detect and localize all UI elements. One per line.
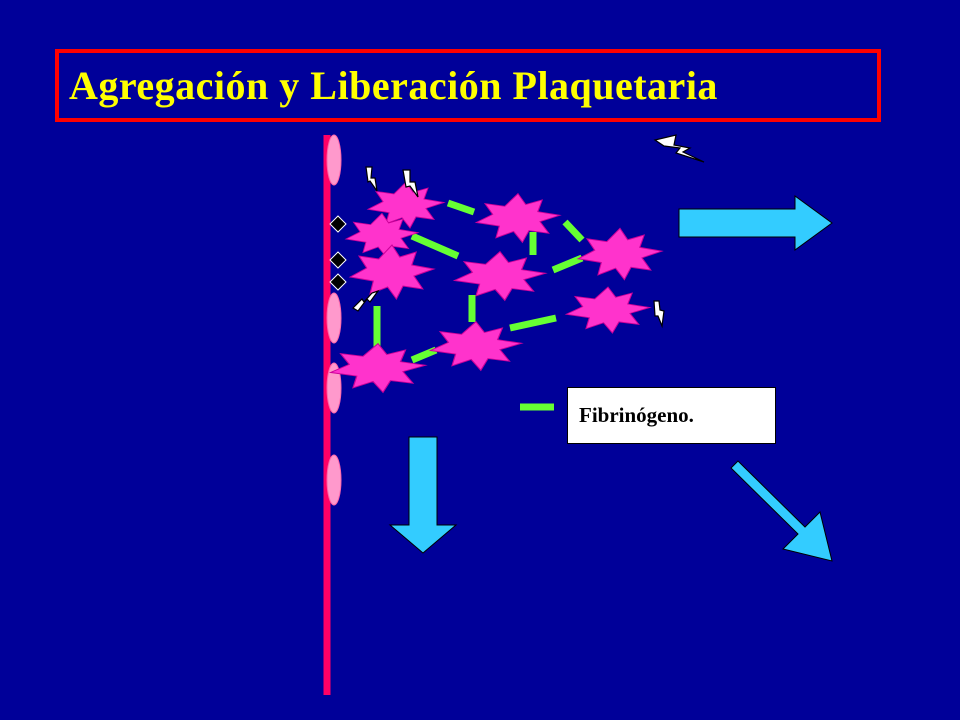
platelet-star-icon — [453, 251, 547, 301]
endothelial-cell — [326, 362, 342, 414]
lightning-bolt-icon — [653, 300, 665, 329]
platelets — [329, 181, 663, 393]
endothelial-cell — [326, 454, 342, 506]
platelet-star-icon — [475, 193, 561, 243]
lightning-bolt-icon — [352, 289, 380, 312]
fibrinogen-bridges — [373, 199, 585, 364]
lightning-bolts — [352, 134, 705, 329]
diamond-receptor-icon — [329, 215, 347, 233]
lightning-bolt-icon — [653, 134, 705, 163]
legend-label-fibrinogen: Fibrinógeno. — [579, 403, 694, 427]
platelet-star-icon — [429, 321, 523, 371]
page-title: Agregación y Liberación Plaquetaria — [69, 63, 718, 108]
block-arrow-icon — [388, 436, 458, 554]
fibrinogen-bridge — [509, 314, 557, 332]
lightning-bolt-icon — [402, 169, 419, 198]
endothelial-cell — [326, 134, 342, 186]
fibrinogen-bridge — [446, 199, 476, 216]
block-arrow-icon — [730, 460, 833, 562]
title-box: Agregación y Liberación Plaquetaria — [55, 49, 881, 122]
fibrinogen-bridge — [410, 232, 460, 260]
fibrinogen-bridge — [562, 219, 585, 243]
legend-box: Fibrinógeno. — [567, 387, 776, 444]
endothelial-cell — [326, 292, 342, 344]
platelet-star-icon — [577, 227, 663, 281]
lightning-bolt-icon — [365, 166, 378, 192]
platelet-star-icon — [565, 286, 651, 334]
fibrinogen-bridge — [551, 254, 584, 274]
block-arrow-icon — [678, 195, 833, 251]
diamond-receptor-icon — [329, 273, 347, 291]
fibrinogen-bridge — [410, 346, 438, 364]
diamond-receptor-icon — [329, 251, 347, 269]
platelet-star-icon — [329, 343, 427, 393]
